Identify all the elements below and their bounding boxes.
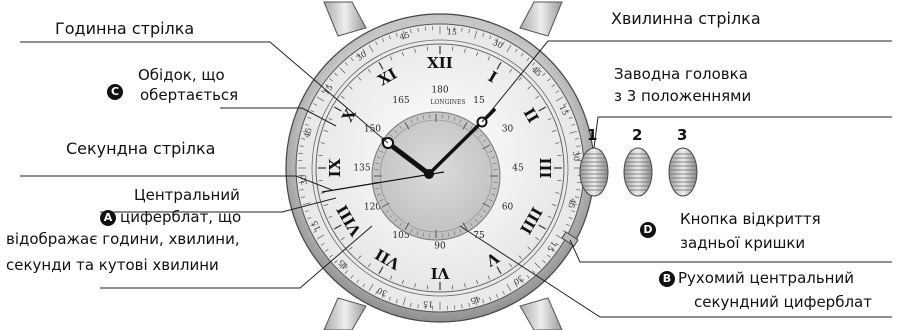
degree-mark: 135 xyxy=(353,164,370,174)
degree-mark: 60 xyxy=(502,203,514,213)
label-central-line1: Центральний xyxy=(134,186,240,204)
label-minute-hand: Хвилинна стрілка xyxy=(611,10,761,28)
roman-numeral: VI xyxy=(431,264,451,282)
bezel-number: 15 xyxy=(423,299,434,309)
bezel-number: 30 xyxy=(299,174,309,185)
badge-a: A xyxy=(100,210,116,226)
label-central-line2: циферблат, що xyxy=(120,208,241,226)
label-crown-line1: Заводна головка xyxy=(614,65,748,83)
crown-pos-label-3: 3 xyxy=(677,126,687,144)
bezel-number: 30 xyxy=(571,151,581,162)
label-caseback-line1: Кнопка відкриття xyxy=(680,210,821,228)
roman-numeral: XII xyxy=(427,54,453,72)
crown-position-3 xyxy=(669,148,697,196)
badge-d: D xyxy=(640,222,656,238)
degree-mark: 30 xyxy=(502,125,514,135)
degree-mark: 90 xyxy=(434,242,446,252)
badge-c: C xyxy=(107,84,123,100)
label-bezel-line2: обертається xyxy=(140,86,238,104)
label-central-line4: секунди та кутові хвилини xyxy=(6,256,219,274)
crown-positions xyxy=(580,148,697,196)
degree-mark: 15 xyxy=(473,96,485,106)
brand-logo: LONGINES xyxy=(430,99,465,106)
label-hour-hand: Годинна стрілка xyxy=(55,20,194,38)
degree-mark: 45 xyxy=(512,164,524,174)
crown-position-1 xyxy=(580,148,608,196)
crown-pos-label-2: 2 xyxy=(632,126,642,144)
rotating-seconds-subdial xyxy=(372,112,500,240)
hands-pinion xyxy=(424,169,434,179)
roman-numeral: IX xyxy=(326,158,344,177)
crown-position-2 xyxy=(624,148,652,196)
degree-mark: 165 xyxy=(392,96,409,106)
bezel-number: 15 xyxy=(446,27,457,37)
label-caseback-line2: задньої кришки xyxy=(680,234,805,252)
label-seconds-hand: Секундна стрілка xyxy=(66,140,215,158)
label-subdial-line2: секундний циферблат xyxy=(694,293,872,311)
label-bezel-line1: Обідок, що xyxy=(138,66,225,84)
label-crown-line2: з 3 положеннями xyxy=(614,87,751,105)
badge-b: B xyxy=(659,271,675,287)
degree-mark: 180 xyxy=(431,86,448,96)
label-central-line3: відображає години, хвилини, xyxy=(6,230,240,248)
label-subdial-line1: Рухомий центральний xyxy=(678,269,854,287)
crown-pos-label-1: 1 xyxy=(587,126,597,144)
roman-numeral: III xyxy=(536,157,554,178)
